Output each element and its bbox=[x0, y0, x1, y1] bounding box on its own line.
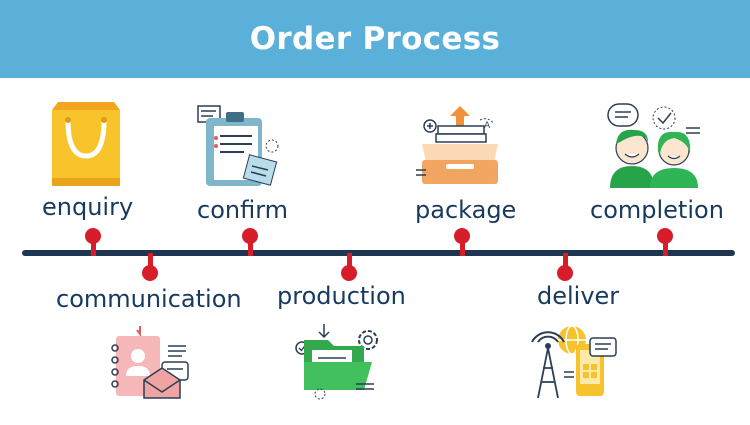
step-label-confirm: confirm bbox=[197, 196, 289, 224]
title-banner: Order Process bbox=[0, 0, 750, 78]
satellite-phone-icon bbox=[531, 325, 617, 399]
step-label-package: package bbox=[415, 196, 517, 224]
step-label-production: production bbox=[277, 282, 406, 310]
page-title: Order Process bbox=[249, 21, 501, 57]
step-label-completion: completion bbox=[590, 196, 724, 224]
clipboard-icon bbox=[197, 105, 279, 186]
step-label-enquiry: enquiry bbox=[42, 193, 134, 221]
folder-gear-icon bbox=[295, 324, 378, 400]
svg-text:A: A bbox=[484, 121, 491, 131]
box-drawer-icon: A bbox=[416, 106, 498, 184]
contact-book-message-icon bbox=[111, 326, 189, 399]
happy-people-icon bbox=[607, 103, 700, 188]
shopping-bag-icon bbox=[52, 102, 120, 186]
step-label-communication: communication bbox=[56, 285, 242, 313]
step-label-deliver: deliver bbox=[537, 282, 620, 310]
timeline-line bbox=[22, 250, 735, 256]
